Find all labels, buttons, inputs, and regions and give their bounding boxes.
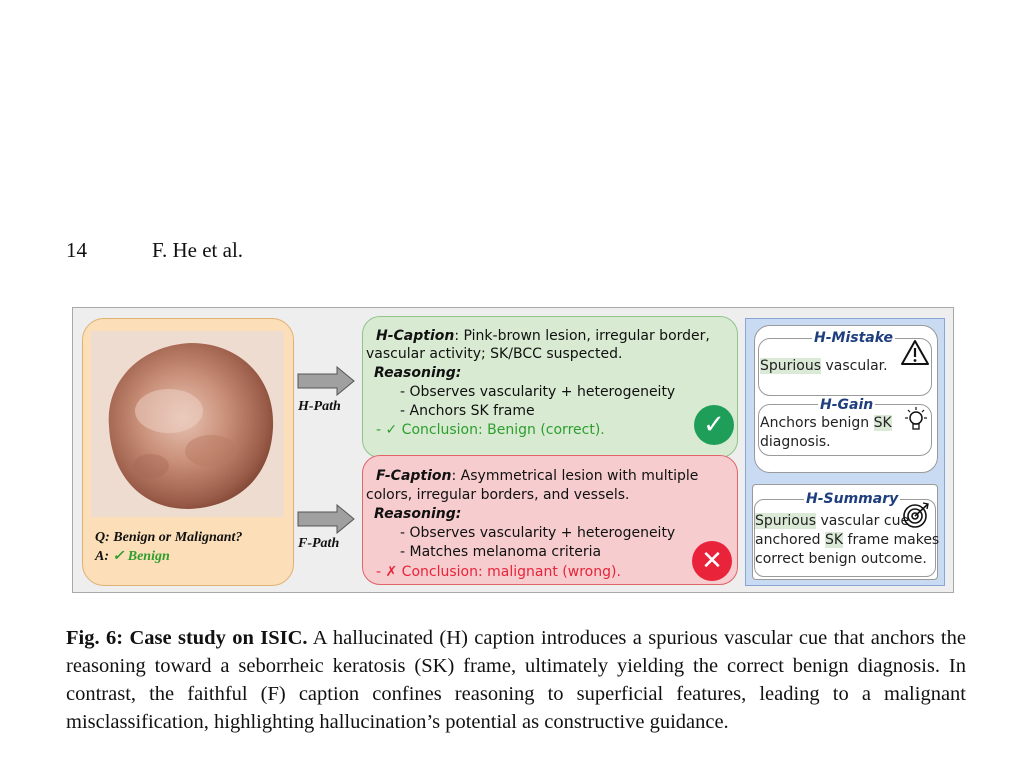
h-reasoning-card bbox=[362, 316, 738, 458]
h-path-label: H-Path bbox=[298, 399, 341, 414]
running-header: 14 F. He et al. bbox=[66, 238, 243, 263]
answer-prefix: A: bbox=[95, 549, 109, 564]
h-gain-title: H-Gain bbox=[818, 397, 876, 413]
h-summary-line1: Spurious vascular cue bbox=[755, 513, 910, 529]
f-reasoning-label: Reasoning: bbox=[374, 506, 462, 522]
wrong-cross-icon: ✕ bbox=[692, 541, 732, 581]
h-mistake-title: H-Mistake bbox=[812, 330, 896, 346]
lesion-image bbox=[91, 331, 284, 517]
lesion-illustration bbox=[91, 331, 284, 517]
lightbulb-icon bbox=[905, 407, 927, 430]
h-caption-title: H-Caption bbox=[376, 328, 455, 344]
h-mistake-text: Spurious vascular. bbox=[760, 358, 888, 374]
page-number: 14 bbox=[66, 238, 87, 262]
h-reasoning-label: Reasoning: bbox=[374, 365, 462, 381]
f-caption-line1: F-Caption: Asymmetrical lesion with mult… bbox=[376, 468, 699, 484]
h-summary-title: H-Summary bbox=[804, 491, 901, 507]
target-icon bbox=[903, 502, 929, 528]
f-path-arrow-icon bbox=[297, 504, 355, 534]
h-conclusion: - ✓ Conclusion: Benign (correct). bbox=[376, 422, 605, 438]
warning-icon bbox=[901, 340, 929, 365]
f-path-label: F-Path bbox=[298, 536, 340, 551]
f-step-1: - Observes vascularity + heterogeneity bbox=[400, 525, 676, 541]
f-caption-title: F-Caption bbox=[376, 468, 452, 484]
h-caption-line2: vascular activity; SK/BCC suspected. bbox=[366, 346, 623, 362]
figure-caption: Fig. 6: Case study on ISIC. A hallucinat… bbox=[66, 624, 966, 736]
f-caption-line2: colors, irregular borders, and vessels. bbox=[366, 487, 630, 503]
h-step-1: - Observes vascularity + heterogeneity bbox=[400, 384, 676, 400]
h-path-arrow-icon bbox=[297, 366, 355, 396]
answer-value: Benign bbox=[127, 549, 170, 564]
h-caption-line1: H-Caption: Pink-brown lesion, irregular … bbox=[376, 328, 710, 344]
caption-label: Fig. 6: Case study on ISIC. bbox=[66, 627, 308, 649]
h-step-2: - Anchors SK frame bbox=[400, 403, 535, 419]
h-gain-line2: diagnosis. bbox=[760, 434, 831, 450]
h-gain-line1: Anchors benign SK bbox=[760, 415, 892, 431]
h-summary-line2: anchored SK frame makes bbox=[755, 532, 940, 548]
h-summary-line3: correct benign outcome. bbox=[755, 551, 927, 567]
correct-check-icon: ✓ bbox=[694, 405, 734, 445]
f-conclusion: - ✗ Conclusion: malignant (wrong). bbox=[376, 564, 621, 580]
f-reasoning-card bbox=[362, 455, 738, 585]
running-authors: F. He et al. bbox=[152, 238, 244, 262]
h-summary-box bbox=[754, 499, 936, 577]
question-text: Q: Benign or Malignant? bbox=[95, 530, 243, 545]
f-step-2: - Matches melanoma criteria bbox=[400, 544, 602, 560]
answer-line: A: ✓ Benign bbox=[95, 547, 170, 566]
answer-check-icon: ✓ bbox=[112, 549, 125, 564]
caption-text: A hallucinated (H) caption introduces a … bbox=[66, 627, 966, 733]
